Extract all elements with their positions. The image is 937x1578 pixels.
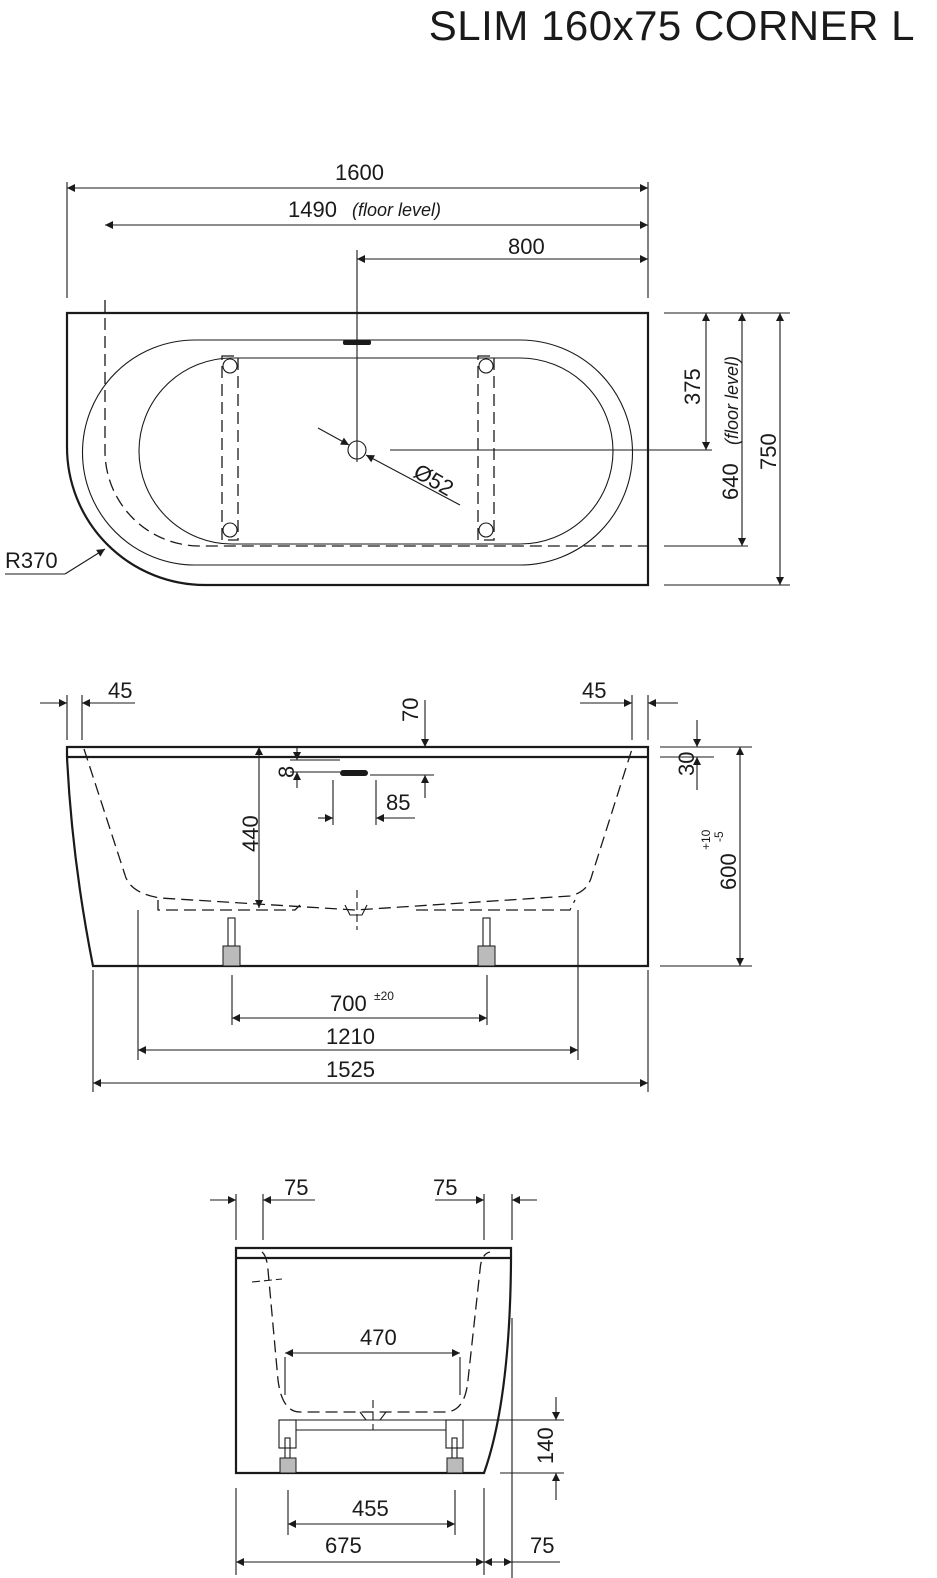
height-tol-minus: -5	[712, 831, 726, 842]
side-view: 45 45 70 440 8 85 30 600 +10 -5 700 ±20 …	[40, 678, 752, 1092]
foot-marker	[222, 358, 238, 374]
floor-note: (floor level)	[352, 200, 441, 220]
dim-frame-height: 140	[533, 1427, 558, 1464]
dim-length: 1600	[335, 160, 384, 185]
support-left	[221, 355, 239, 541]
rim-inner-outline	[81, 339, 634, 566]
end-outline	[234, 1246, 513, 1475]
foot-left	[279, 1457, 297, 1474]
foot-right	[477, 917, 496, 967]
foot-marker	[222, 522, 238, 538]
support-right	[477, 355, 495, 541]
dim-radius: R370	[5, 548, 58, 573]
basin-outline	[138, 357, 614, 545]
dim-rim-right: 45	[582, 678, 606, 703]
end-view: 75 75 470 140 455 675 75	[210, 1175, 564, 1578]
dim-overflow-width: 85	[386, 790, 410, 815]
dim-rim-height: 30	[674, 752, 699, 776]
side-outline	[65, 745, 650, 968]
foot-left	[222, 917, 241, 967]
dim-drain-offset: 800	[508, 234, 545, 259]
height-tol-plus: +10	[699, 829, 713, 850]
frame-right	[445, 1419, 464, 1449]
dim-feet-spacing: 455	[352, 1496, 389, 1521]
floor-level-line	[104, 300, 648, 547]
dim-overhang: 75	[530, 1533, 554, 1558]
dim-frame-length: 1210	[326, 1024, 375, 1049]
frame-left	[278, 1419, 297, 1449]
dim-inner-width: 470	[360, 1325, 397, 1350]
dim-drain-diameter: Ø52	[410, 459, 459, 501]
dim-floor-width: 640	[718, 463, 743, 500]
feet-tol: ±20	[374, 989, 394, 1003]
dim-drain-depth: 375	[680, 368, 705, 405]
dim-rim-left: 75	[284, 1175, 308, 1200]
dim-overflow-depth: 70	[398, 698, 423, 722]
dim-floor-length: 1525	[326, 1057, 375, 1082]
foot-marker	[478, 358, 494, 374]
dim-rim-right: 75	[433, 1175, 457, 1200]
foot-marker	[478, 522, 494, 538]
dim-floor-length: 1490	[288, 197, 337, 222]
floor-note-2: (floor level)	[722, 356, 742, 445]
dim-inner-depth: 440	[238, 815, 263, 852]
overflow-icon	[340, 770, 368, 776]
drawing-title: SLIM 160x75 CORNER L	[428, 2, 915, 49]
dim-width: 750	[756, 433, 781, 470]
top-view: 1600 1490 (floor level) 800 375 640 (flo…	[5, 160, 790, 587]
dim-height: 600	[716, 853, 741, 890]
tub-outline	[65, 311, 650, 587]
dim-feet-spacing: 700	[330, 991, 367, 1016]
dim-floor-width: 675	[325, 1533, 362, 1558]
dim-overflow-height: 8	[274, 766, 299, 778]
dim-rim-left: 45	[108, 678, 132, 703]
foot-right	[446, 1457, 464, 1474]
